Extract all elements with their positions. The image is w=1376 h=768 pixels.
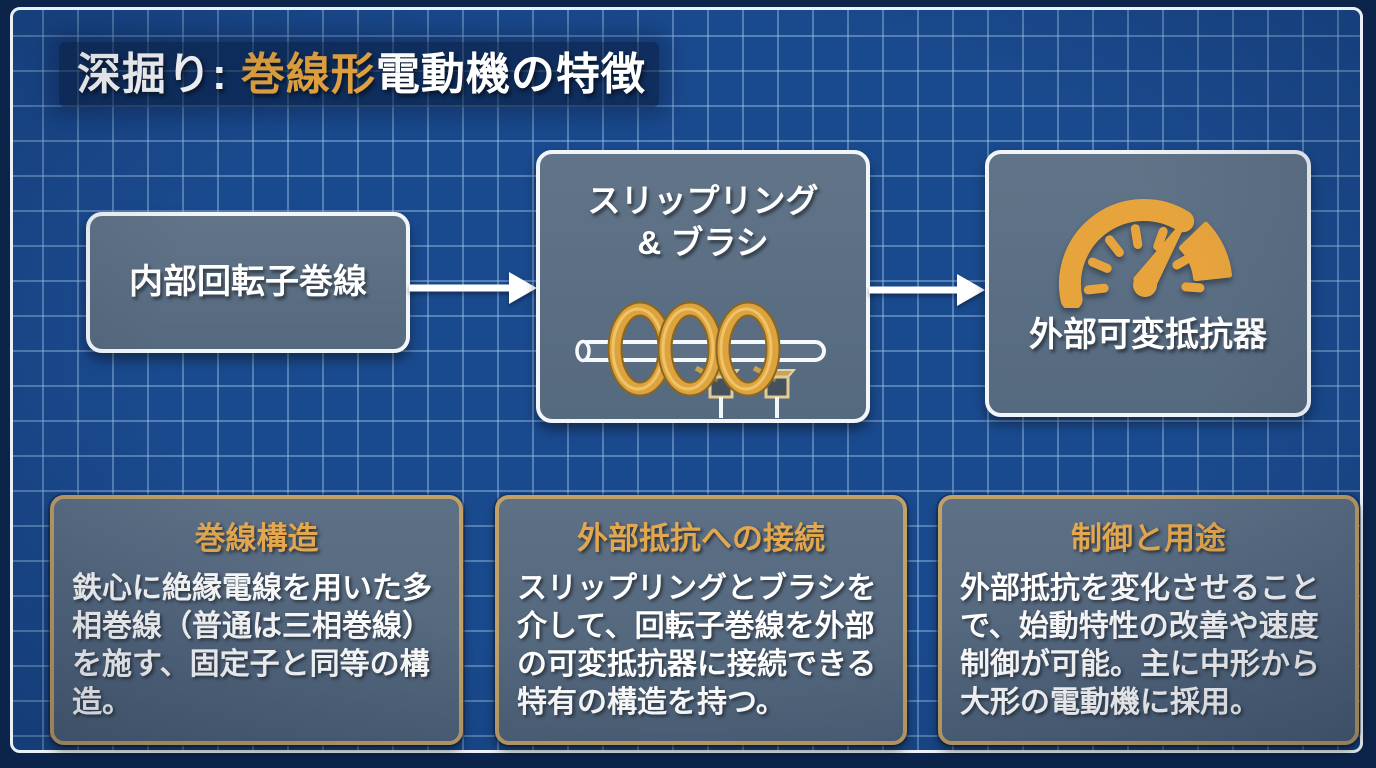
page-title: 深掘り: 巻線形電動機の特徴	[77, 49, 646, 99]
arrow-right-icon	[869, 274, 985, 306]
card-title: 制御と用途	[1071, 521, 1226, 556]
title-prefix: 深掘り:	[77, 49, 241, 99]
card-body: 鉄心に絶縁電線を用いた多相巻線（普通は三相巻線）を施す、固定子と同等の構造。	[72, 572, 432, 719]
arrow-right-icon	[409, 272, 537, 304]
card-external-resistance-connection: 外部抵抗への接続 スリップリングとブラシを介して、回転子巻線を外部の可変抵抗器に…	[495, 495, 907, 745]
node2-label-line1: スリップリング	[587, 182, 819, 219]
title-band: 深掘り: 巻線形電動機の特徴	[59, 42, 659, 107]
gauge-icon	[1058, 198, 1232, 308]
card-body: スリップリングとブラシを介して、回転子巻線を外部の可変抵抗器に接続できる特有の構…	[517, 572, 877, 719]
title-suffix: 電動機の特徴	[375, 49, 646, 99]
flow-node-external-resistor: 外部可変抵抗器	[985, 150, 1311, 417]
slip-rings-and-brushes-illustration	[575, 302, 826, 418]
card-winding-structure: 巻線構造 鉄心に絶縁電線を用いた多相巻線（普通は三相巻線）を施す、固定子と同等の…	[50, 495, 463, 745]
flow-node-slip-ring-brush: スリップリング & ブラシ	[536, 150, 870, 423]
card-control-and-applications: 制御と用途 外部抵抗を変化させることで、始動特性の改善や速度制御が可能。主に中形…	[938, 495, 1359, 745]
blueprint-grid-background: 深掘り: 巻線形電動機の特徴 内部回転子巻線 スリップリング & ブラシ	[10, 7, 1363, 753]
node2-label-line2: & ブラシ	[637, 224, 769, 262]
card-title: 外部抵抗への接続	[577, 521, 825, 556]
title-highlight: 巻線形	[240, 49, 376, 99]
card-title: 巻線構造	[194, 521, 319, 556]
flow-node-label: 内部回転子巻線	[129, 262, 367, 301]
card-body: 外部抵抗を変化させることで、始動特性の改善や速度制御が可能。主に中形から大形の電…	[960, 572, 1320, 719]
flow-node-label: 外部可変抵抗器	[1029, 316, 1267, 354]
flow-node-rotor-winding: 内部回転子巻線	[86, 212, 410, 353]
flow-node-label: スリップリング & ブラシ	[588, 180, 819, 264]
